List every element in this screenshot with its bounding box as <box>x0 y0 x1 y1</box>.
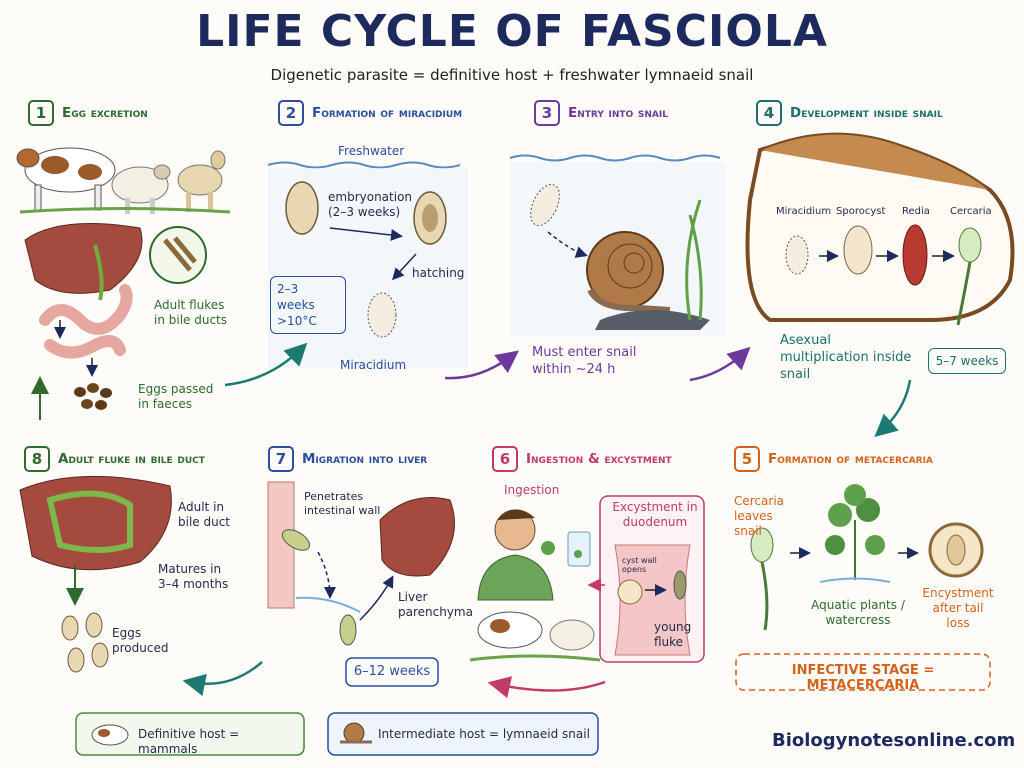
metacercaria-icon <box>928 522 984 578</box>
legend-definitive-host: Definitive host = mammals <box>138 727 240 756</box>
miracidium-icon <box>367 292 397 338</box>
step-title: Entry into snail <box>568 105 668 121</box>
page-title: LIFE CYCLE OF FASCIOLA <box>196 6 828 57</box>
intestine-illustration <box>39 284 133 359</box>
step-number: 8 <box>24 446 50 472</box>
water-surface <box>267 161 461 169</box>
step-3-header: 3 Entry into snail <box>534 100 668 126</box>
grazing-animals-icon <box>469 611 601 662</box>
snail-legend-icon <box>340 722 372 744</box>
human-eating-icon <box>477 509 555 601</box>
egg-icon <box>285 181 319 235</box>
excysting-cyst-icon <box>617 579 643 605</box>
step-title: Adult fluke in bile duct <box>58 451 205 467</box>
step-title: Migration into liver <box>302 451 428 467</box>
legend-intermediate-box <box>327 712 599 756</box>
cow-legend-icon <box>91 724 129 746</box>
label-young-fluke: young fluke <box>654 620 692 649</box>
step-8-header: 8 Adult fluke in bile duct <box>24 446 205 472</box>
step-number: 6 <box>492 446 518 472</box>
step-number: 4 <box>756 100 782 126</box>
label-encystment: Encystment after tail loss <box>922 586 994 630</box>
duration-box-7 <box>345 657 439 687</box>
watercress-icon <box>819 484 891 583</box>
step-4-header: 4 Development inside snail <box>756 100 943 126</box>
label-excystment: Excystment in duodenum <box>612 500 698 529</box>
step-number: 3 <box>534 100 560 126</box>
label-cercaria-leaves: Cercaria leaves snail <box>734 494 785 538</box>
step-title: Development inside snail <box>790 105 943 121</box>
label-asexual: Asexual multiplication inside snail <box>780 333 912 382</box>
eggs-produced-icon <box>61 612 109 673</box>
goat-illustration <box>177 150 226 212</box>
step-7-header: 7 Migration into liver <box>268 446 427 472</box>
step-title: Ingestion & excystment <box>526 451 672 467</box>
stage-label-sporocyst: Sporocyst <box>836 206 886 217</box>
miracidium-stage-icon <box>785 235 809 275</box>
label-miracidium: Miracidium <box>340 358 407 372</box>
condition-box: 2–3 weeks >10°C <box>270 276 346 334</box>
stage-label-redia: Redia <box>902 206 930 217</box>
migrating-fluke-icon <box>281 529 311 551</box>
label-eggs-produced: Eggs produced <box>112 626 169 655</box>
label-matures: Matures in 3–4 months <box>158 562 229 591</box>
label-cyst-wall: cyst wall opens <box>622 556 657 574</box>
infective-stage-box <box>735 653 991 691</box>
cercaria-icon <box>956 227 982 326</box>
legend-definitive-box <box>75 712 305 756</box>
step-title: Formation of miracidium <box>312 105 463 121</box>
stage-label-cercaria: Cercaria <box>950 206 992 217</box>
duration-box-4: 5–7 weeks <box>928 348 1006 374</box>
fluke-in-peritoneum-icon <box>339 614 357 646</box>
label-aquatic-plants: Aquatic plants / watercress <box>811 598 905 627</box>
label-adult-flukes: Adult flukes in bile ducts <box>154 298 228 327</box>
sheep-illustration <box>111 164 171 214</box>
label-must-enter: Must enter snail within ~24 h <box>532 345 637 377</box>
eggs-illustration <box>74 383 112 410</box>
label-ingestion: Ingestion <box>504 483 560 497</box>
step-5-header: 5 Formation of metacercaria <box>734 446 933 472</box>
step-number: 2 <box>278 100 304 126</box>
step-title: Formation of metacercaria <box>768 451 933 467</box>
page-subtitle: Digenetic parasite = definitive host + f… <box>270 66 754 84</box>
miracidium-swim-icon <box>530 183 560 227</box>
label-freshwater: Freshwater <box>338 144 405 158</box>
liver-illustration <box>24 223 143 301</box>
embryonated-egg-icon <box>413 191 447 245</box>
duration-label-7: 6–12 weeks <box>353 664 431 679</box>
watermark: Biologynotesonline.com <box>772 730 1016 751</box>
snail-icon <box>586 231 671 313</box>
young-fluke-icon <box>673 570 687 600</box>
label-infective-stage: INFECTIVE STAGE = METACERCARIA <box>791 663 935 693</box>
step-1-header: 1 Egg excretion <box>28 100 148 126</box>
label-eggs-passed: Eggs passed in faeces <box>138 382 214 411</box>
legend-intermediate-host: Intermediate host = lymnaeid snail <box>378 727 590 741</box>
step-number: 7 <box>268 446 294 472</box>
cercaria-swim-icon <box>750 527 774 631</box>
label-penetrates: Penetrates intestinal wall <box>304 490 381 517</box>
step-title: Egg excretion <box>62 105 148 121</box>
water-glass-icon <box>567 531 591 567</box>
stage-label-miracidium: Miracidium <box>776 206 832 217</box>
snail-shell-large <box>745 132 1015 322</box>
cow-illustration <box>16 147 116 211</box>
label-adult-bile: Adult in bile duct <box>178 500 231 529</box>
step-number: 5 <box>734 446 760 472</box>
label-embryonation: embryonation (2–3 weeks) <box>328 190 413 219</box>
step-6-header: 6 Ingestion & excystment <box>492 446 672 472</box>
step-number: 1 <box>28 100 54 126</box>
label-liver-parenchyma: Liver parenchyma <box>398 590 473 619</box>
label-hatching: hatching <box>412 266 465 280</box>
liver-large-icon <box>19 475 172 606</box>
sporocyst-icon <box>843 225 873 275</box>
step-2-header: 2 Formation of miracidium <box>278 100 462 126</box>
redia-icon <box>902 224 928 286</box>
liver-parenchyma-icon <box>379 497 455 577</box>
